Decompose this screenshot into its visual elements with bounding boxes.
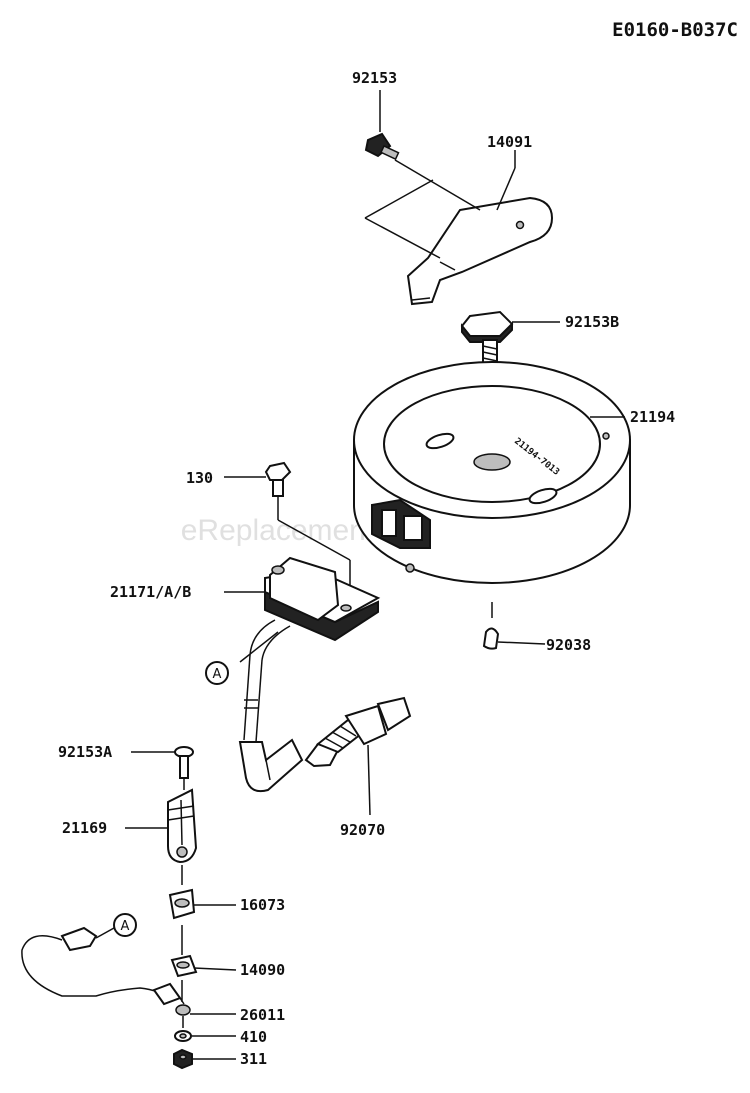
terminal-26011[interactable] — [175, 980, 236, 1016]
callout-16073: 16073 — [240, 896, 285, 914]
callout-311: 311 — [240, 1050, 267, 1068]
bracket-14091[interactable] — [364, 150, 554, 306]
stop-switch-lead[interactable] — [21, 926, 185, 1006]
svg-text:A: A — [213, 667, 222, 682]
callout-26011: 26011 — [240, 1006, 285, 1024]
bolt-130[interactable] — [224, 461, 351, 600]
callout-21194: 21194 — [630, 408, 675, 426]
callout-92153B: 92153B — [565, 313, 619, 331]
spark-plug-cap[interactable] — [238, 654, 304, 793]
nut-311[interactable] — [173, 1048, 236, 1070]
callout-410: 410 — [240, 1028, 267, 1046]
bolt-92153A[interactable] — [131, 746, 194, 790]
callout-21169: 21169 — [62, 819, 107, 837]
callout-130: 130 — [186, 469, 213, 487]
collar-14090[interactable] — [170, 925, 237, 978]
callout-92153A: 92153A — [58, 743, 112, 761]
callout-21171: 21171/A/B — [110, 583, 191, 601]
connector-a-coil: A — [205, 661, 229, 685]
key-92038[interactable] — [482, 602, 546, 650]
spark-plug-92070[interactable] — [304, 696, 412, 816]
flywheel-21194[interactable] — [353, 361, 631, 584]
callout-92153: 92153 — [352, 69, 397, 87]
flywheel-magnet — [371, 498, 431, 549]
callout-14090: 14090 — [240, 961, 285, 979]
bolt-92153[interactable] — [364, 90, 400, 161]
callout-14091: 14091 — [487, 133, 532, 151]
clamp-16073[interactable] — [168, 865, 236, 920]
washer-410[interactable] — [174, 1016, 236, 1042]
callout-92038: 92038 — [546, 636, 591, 654]
diagram-code: E0160-B037C — [612, 19, 738, 41]
ignition-coil-21171[interactable] — [224, 556, 381, 663]
connector-a-lead: A — [113, 913, 137, 937]
lead-plate-21169[interactable] — [125, 788, 198, 864]
svg-text:A: A — [121, 919, 130, 934]
callout-92070: 92070 — [340, 821, 385, 839]
